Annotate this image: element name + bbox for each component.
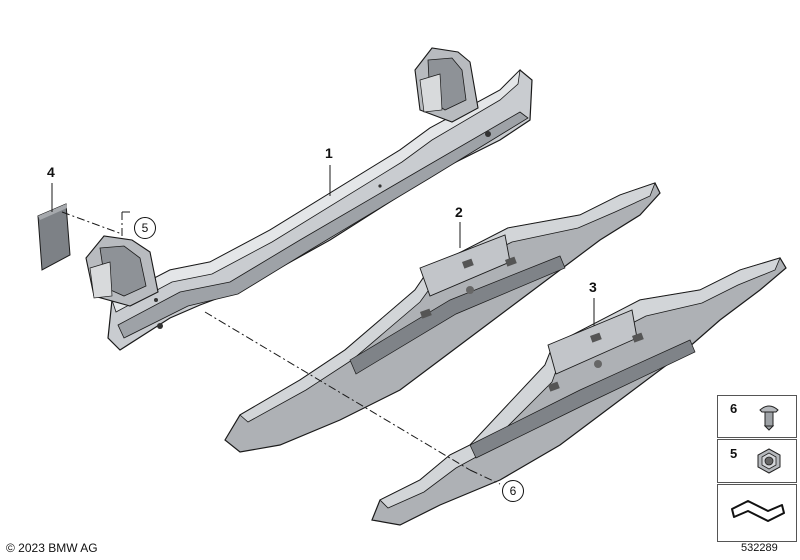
callout-ref-6: 6	[502, 480, 524, 502]
part-2-side-member	[224, 182, 661, 453]
part-1-bumper-carrier	[85, 47, 533, 351]
alignment-lines	[61, 211, 501, 485]
fastener-legend: 6 5	[717, 395, 797, 546]
copyright-text: © 2023 BMW AG	[6, 541, 98, 555]
legend-row-hex-nut: 5	[717, 439, 797, 483]
callout-part-3: 3	[589, 279, 597, 295]
callout-part-2: 2	[455, 204, 463, 220]
legend-row-symbol	[717, 484, 797, 542]
legend-number-5: 5	[730, 446, 738, 461]
push-rivet-icon	[759, 405, 779, 431]
callout-part-4: 4	[47, 164, 55, 180]
callout-ref-5: 5	[134, 217, 156, 239]
diagram-number: 532289	[741, 542, 778, 554]
part-4-pad	[37, 203, 71, 271]
part-3-side-member	[371, 257, 787, 526]
callout-part-1: 1	[325, 145, 333, 161]
legend-number-6: 6	[730, 401, 738, 416]
arrow-symbol-icon	[731, 500, 785, 522]
leader-lines	[51, 165, 595, 326]
legend-row-push-rivet: 6	[717, 395, 797, 438]
hex-nut-icon	[757, 448, 781, 474]
